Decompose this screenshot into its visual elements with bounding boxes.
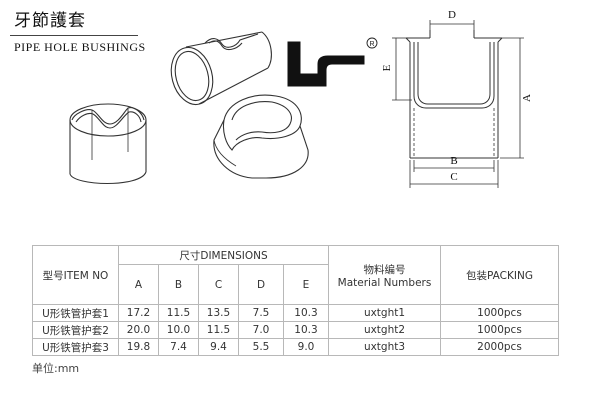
dimension-lines [392, 20, 524, 188]
table-row: U形铁管护套2 20.0 10.0 11.5 7.0 10.3 uxtght2 … [32, 321, 559, 339]
header-dim-d: D [238, 264, 284, 305]
cell-e: 9.0 [283, 338, 329, 356]
cell-b: 7.4 [158, 338, 199, 356]
cell-c: 13.5 [198, 304, 239, 322]
bushing-left-drawing [69, 103, 147, 185]
cell-a: 17.2 [118, 304, 159, 322]
header-dimensions: 尺寸DIMENSIONS [118, 245, 329, 265]
cell-item: U形铁管护套1 [32, 304, 119, 322]
unit-note: 单位:mm [32, 362, 80, 375]
registered-mark-icon [366, 37, 378, 49]
cell-d: 5.5 [238, 338, 284, 356]
cell-c: 9.4 [198, 338, 239, 356]
header-packing: 包装PACKING [440, 245, 559, 305]
header-material-numbers: 物料编号 Material Numbers [328, 245, 441, 305]
dim-label-a: A [521, 94, 533, 102]
header-dim-e: E [283, 264, 329, 305]
title-english: PIPE HOLE BUSHINGS [14, 40, 146, 54]
cell-item: U形铁管护套3 [32, 338, 119, 356]
cell-packing: 1000pcs [440, 321, 559, 339]
cell-a: 19.8 [118, 338, 159, 356]
cell-a: 20.0 [118, 321, 159, 339]
cell-d: 7.0 [238, 321, 284, 339]
header-dim-a: A [118, 264, 159, 305]
cell-b: 10.0 [158, 321, 199, 339]
table-row: U形铁管护套1 17.2 11.5 13.5 7.5 10.3 uxtght1 … [32, 304, 559, 322]
technical-section-drawing [405, 30, 503, 159]
registered-mark-text: R [369, 41, 374, 48]
cell-e: 10.3 [283, 304, 329, 322]
dim-label-c: C [450, 171, 457, 183]
profile-section-icon [287, 41, 365, 87]
cell-item: U形铁管护套2 [32, 321, 119, 339]
spec-table: 型号ITEM NO 尺寸DIMENSIONS 物料编号 Material Num… [32, 245, 559, 356]
header-item-no: 型号ITEM NO [32, 245, 119, 305]
cell-e: 10.3 [283, 321, 329, 339]
bushing-top-drawing [170, 31, 272, 106]
cell-material: uxtght1 [328, 304, 441, 322]
dim-label-d: D [448, 9, 456, 21]
cell-b: 11.5 [158, 304, 199, 322]
dim-label-e: E [381, 64, 393, 71]
header-material-cn: 物料编号 [363, 263, 406, 276]
table-row: U形铁管护套3 19.8 7.4 9.4 5.5 9.0 uxtght3 200… [32, 338, 559, 356]
header-material-en: Material Numbers [337, 276, 432, 289]
cell-packing: 2000pcs [440, 338, 559, 356]
dim-label-b: B [450, 155, 457, 167]
cell-material: uxtght2 [328, 321, 441, 339]
cell-d: 7.5 [238, 304, 284, 322]
cell-c: 11.5 [198, 321, 239, 339]
header-dim-b: B [158, 264, 199, 305]
title-divider [10, 35, 138, 36]
product-illustration: R D E A B [69, 9, 533, 188]
cell-packing: 1000pcs [440, 304, 559, 322]
bushing-right-drawing [213, 94, 309, 179]
title-chinese: 牙節護套 [14, 11, 86, 31]
header-dim-c: C [198, 264, 239, 305]
cell-material: uxtght3 [328, 338, 441, 356]
